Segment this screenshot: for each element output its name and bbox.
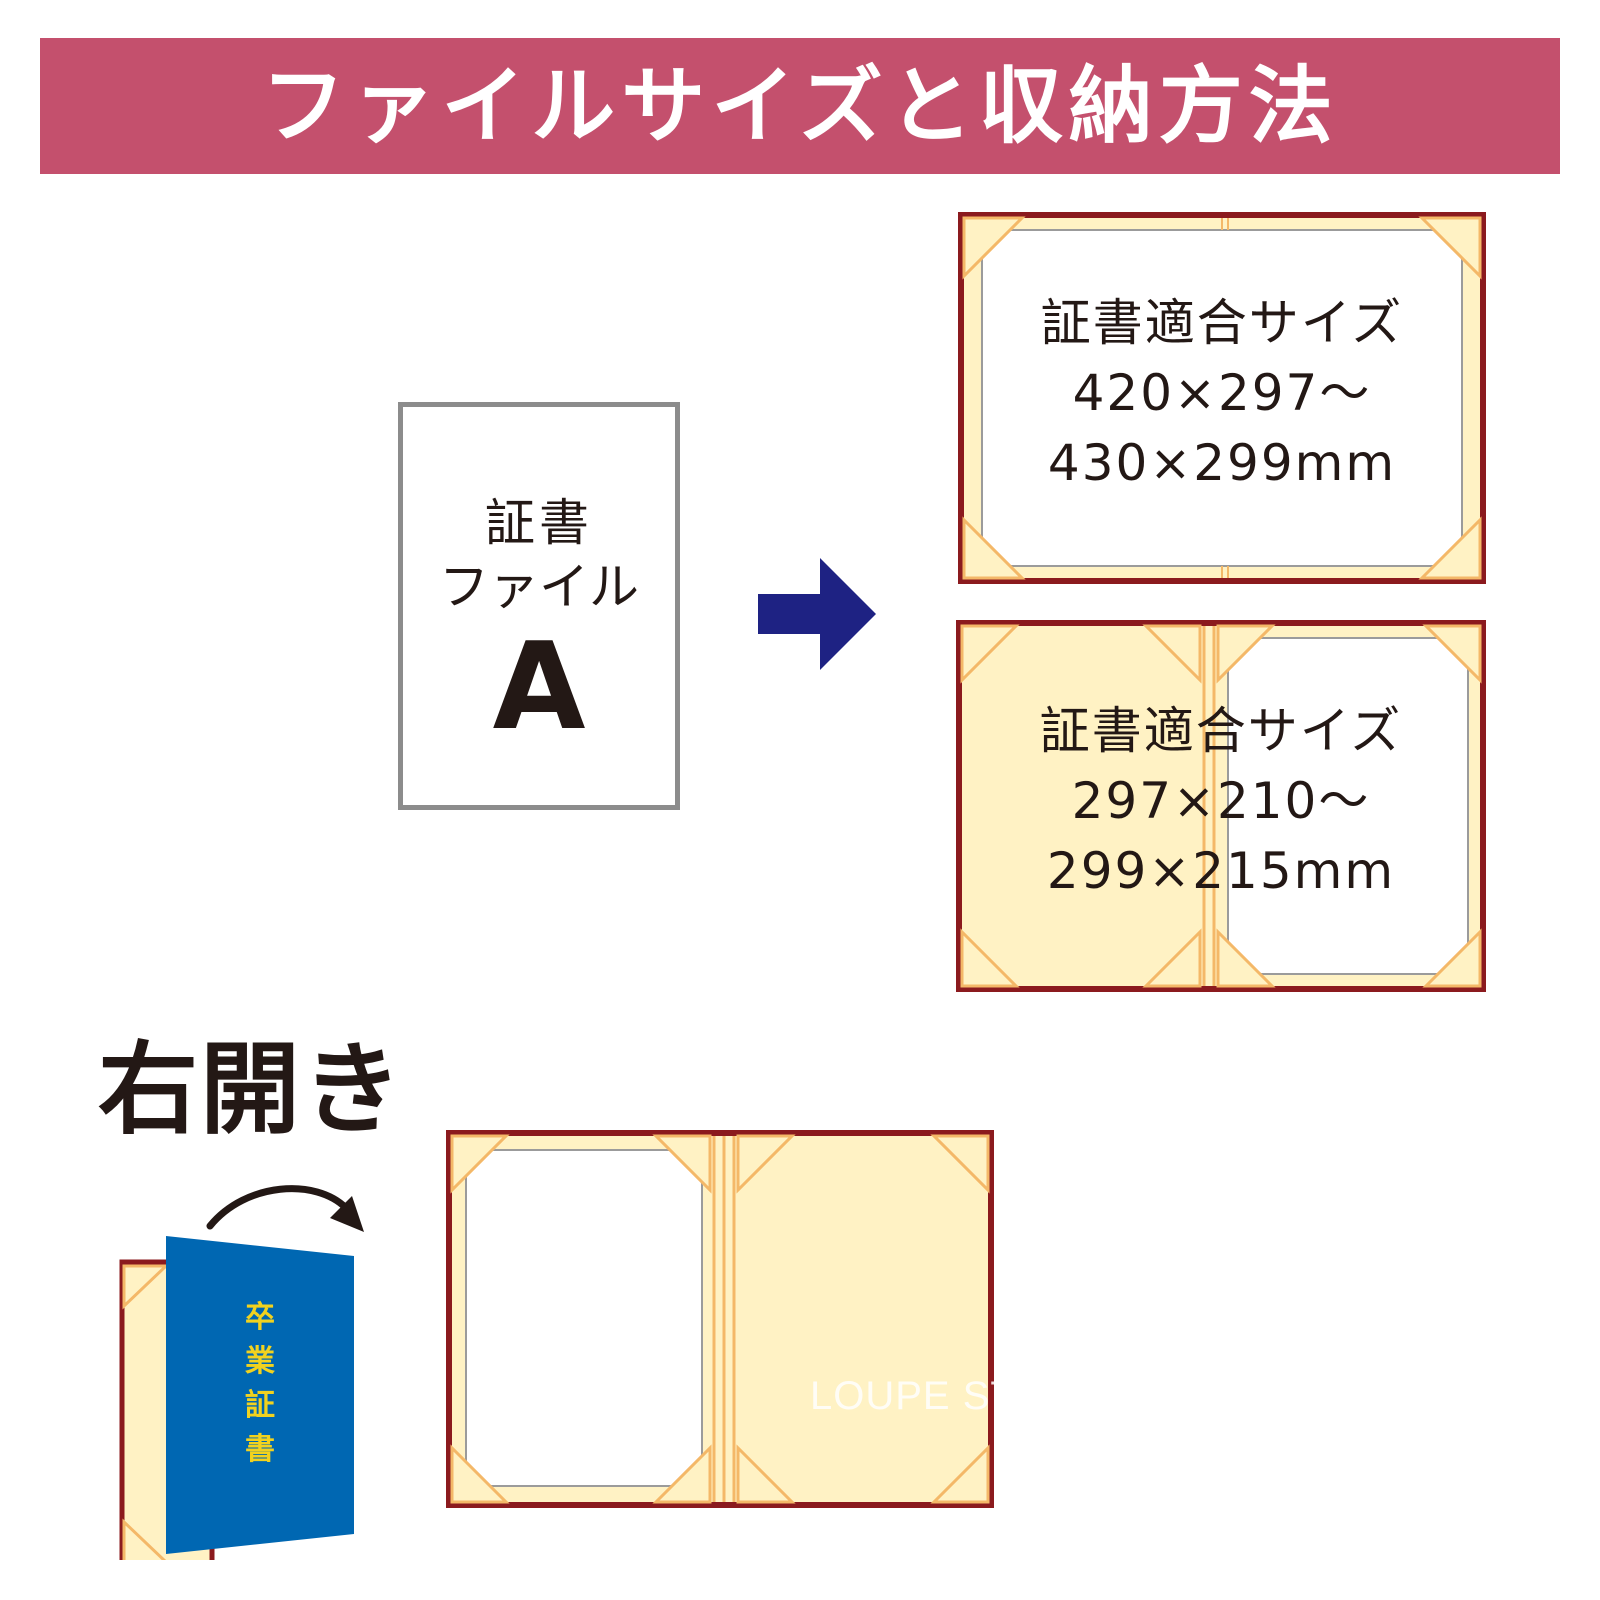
opening-book-illustration — [119, 1236, 354, 1560]
page-title: ファイルサイズと収納方法 — [261, 57, 1339, 155]
file-card-line1: 証書 — [485, 494, 593, 552]
blue-cover — [166, 1236, 354, 1554]
portrait-holder-diagram — [956, 620, 1486, 992]
title-banner: ファイルサイズと収納方法 — [40, 38, 1560, 174]
certificate-file-card: 証書 ファイル A — [398, 402, 680, 810]
right-opening-label: 右開き — [98, 1031, 404, 1148]
landscape-size-max: 430×299mm — [1047, 434, 1397, 492]
watermark-logo: LOUPE STUDIO — [810, 1374, 1120, 1418]
landscape-size-min: 420×297～ — [1072, 364, 1372, 422]
cover-char-4: 書 — [245, 1432, 275, 1467]
file-card-letter: A — [492, 618, 586, 757]
landscape-holder-diagram — [958, 212, 1486, 584]
open-holder-diagram — [446, 1130, 994, 1508]
landscape-size-heading: 証書適合サイズ — [1040, 294, 1404, 352]
portrait-size-min: 297×210～ — [1071, 772, 1371, 830]
portrait-size-max: 299×215mm — [1046, 842, 1396, 900]
cover-char-2: 業 — [245, 1344, 275, 1379]
portrait-size-text: 証書適合サイズ 297×210～ 299×215mm — [956, 696, 1486, 906]
cover-char-3: 証 — [245, 1388, 275, 1423]
file-card-line2: ファイル — [439, 558, 639, 616]
right-arrow-icon — [758, 558, 876, 670]
cover-char-1: 卒 — [245, 1300, 275, 1335]
landscape-size-text: 証書適合サイズ 420×297～ 430×299mm — [958, 288, 1486, 498]
curved-arrow-icon — [206, 1185, 364, 1232]
portrait-size-heading: 証書適合サイズ — [1039, 702, 1403, 760]
cover-title: 卒 業 証 書 — [240, 1296, 280, 1472]
